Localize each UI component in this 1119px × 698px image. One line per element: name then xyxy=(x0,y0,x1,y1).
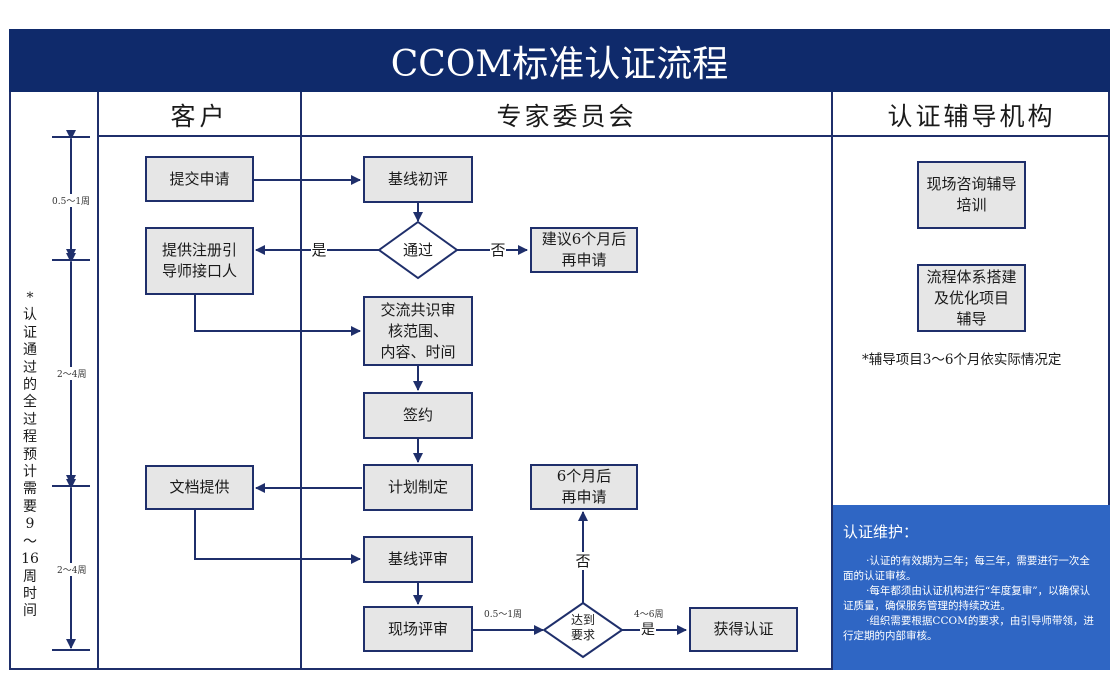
step-process-building: 流程体系搭建 及优化项目 辅导 xyxy=(917,264,1026,332)
step-consensus-scope: 交流共识审 核范围、 内容、时间 xyxy=(363,296,473,366)
maintenance-item-3: ·组织需要根据CCOM的要求，由引导师带领，进行定期的内部审核。 xyxy=(843,615,1094,642)
step-reapply-6-months: 建议6个月后 再申请 xyxy=(530,227,638,273)
step-onsite-consulting: 现场咨询辅导 培训 xyxy=(917,161,1026,229)
arrow-provide-consensus xyxy=(194,295,361,336)
duration-onsite: 0.5～1周 xyxy=(484,610,523,620)
maintenance-title: 认证维护： xyxy=(843,523,919,541)
divider-timeline xyxy=(97,92,99,670)
divider-committee xyxy=(831,92,833,670)
decision-reach-shape xyxy=(542,601,624,659)
decision-pass-shape xyxy=(377,220,459,280)
label-no-2: 否 xyxy=(575,552,591,570)
step-initial-assessment: 基线初评 xyxy=(363,156,473,203)
maintenance-item-1: ·认证的有效期为三年；每三年，需要进行一次全面的认证审核。 xyxy=(843,555,1090,582)
agency-note: *辅导项目3～6个月依实际情况定 xyxy=(862,352,1062,368)
label-no: 否 xyxy=(490,241,506,259)
duration-label-2: 2～4周 xyxy=(57,367,87,380)
maintenance-item-2: ·每年都须由认证机构进行“年度复审”，以确保认证质量，确保服务管理的持续改进。 xyxy=(843,585,1091,612)
step-provide-contact: 提供注册引 导师接口人 xyxy=(145,227,254,295)
step-sign-contract: 签约 xyxy=(363,392,473,439)
header-divider xyxy=(97,135,1110,137)
step-make-plan: 计划制定 xyxy=(363,464,473,511)
step-submit-application: 提交申请 xyxy=(145,156,254,202)
duration-certify: 4～6周 xyxy=(634,610,664,620)
duration-label-1: 0.5～1周 xyxy=(52,194,91,207)
column-header-client: 客户 xyxy=(170,102,229,131)
decision-pass-label: 通过 xyxy=(402,241,433,259)
step-provide-documents: 文档提供 xyxy=(145,465,254,510)
column-header-agency: 认证辅导机构 xyxy=(887,102,1056,131)
step-baseline-review: 基线评审 xyxy=(363,536,473,583)
step-certified: 获得认证 xyxy=(689,607,798,652)
diagram-frame xyxy=(9,92,1110,670)
divider-client xyxy=(300,92,302,670)
step-reapply-after-6-months: 6个月后 再申请 xyxy=(530,464,638,510)
arrow-docs-baseline xyxy=(194,510,361,564)
decision-reach-label: 达到 要求 xyxy=(570,613,595,642)
duration-label-3: 2～4周 xyxy=(57,563,87,576)
maintenance-panel: 认证维护： ·认证的有效期为三年；每三年，需要进行一次全面的认证审核。 ·每年都… xyxy=(833,505,1110,670)
label-yes: 是 xyxy=(311,241,327,259)
total-duration-note: *认证通过的全过程预计需要9～16周时间 xyxy=(21,290,39,620)
step-onsite-review: 现场评审 xyxy=(363,606,473,652)
page-title: CCOM标准认证流程 xyxy=(9,29,1110,92)
label-yes-2: 是 xyxy=(640,621,656,639)
column-header-committee: 专家委员会 xyxy=(496,102,637,131)
